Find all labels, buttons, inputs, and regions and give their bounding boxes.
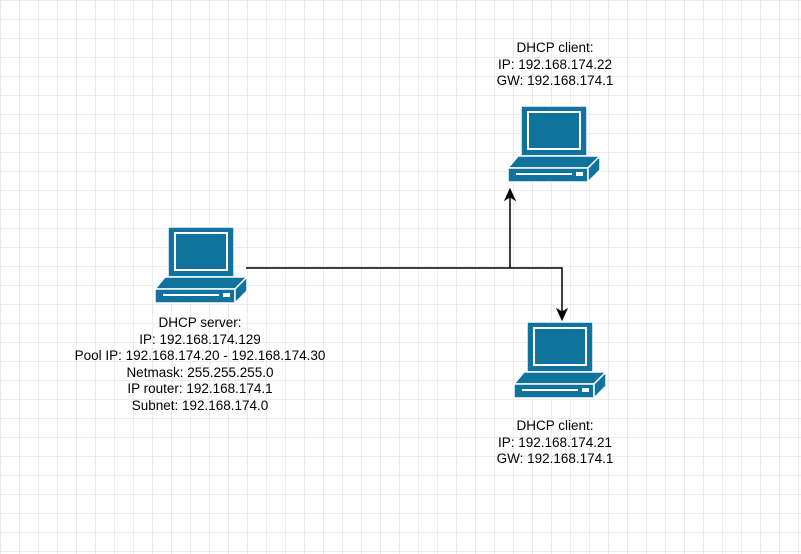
connector-line bbox=[246, 267, 563, 312]
label-line: DHCP client: bbox=[516, 418, 594, 433]
label-line: GW: 192.168.174.1 bbox=[496, 451, 614, 466]
label-line: IP: 192.168.174.21 bbox=[497, 434, 613, 450]
arrowhead-icon bbox=[555, 307, 569, 322]
label-line: GW: 192.168.174.1 bbox=[496, 73, 614, 88]
label-line: IP: 192.168.174.129 bbox=[139, 331, 261, 347]
dhcp-server-computer-icon bbox=[154, 226, 248, 304]
label-line: Subnet: 192.168.174.0 bbox=[131, 397, 269, 413]
label-line: DHCP client: bbox=[516, 40, 594, 55]
label-line: Pool IP: 192.168.174.20 - 192.168.174.30 bbox=[74, 348, 326, 363]
dhcp-client-bottom-computer-icon bbox=[513, 321, 607, 399]
arrowhead-icon bbox=[503, 187, 517, 202]
label-line: IP: 192.168.174.22 bbox=[497, 56, 613, 72]
dhcp-client-bottom-label: DHCP client: IP: 192.168.174.21 GW: 192.… bbox=[497, 418, 614, 468]
dhcp-client-top-label: DHCP client: IP: 192.168.174.22 GW: 192.… bbox=[497, 40, 614, 90]
label-line: IP router: 192.168.174.1 bbox=[127, 381, 273, 396]
connectors bbox=[246, 187, 569, 322]
dhcp-server-label: DHCP server: IP: 192.168.174.129 Pool IP… bbox=[75, 315, 326, 414]
dhcp-client-top-computer-icon bbox=[507, 105, 601, 183]
label-line: DHCP server: bbox=[158, 315, 242, 330]
label-line: Netmask: 255.255.255.0 bbox=[126, 364, 274, 380]
